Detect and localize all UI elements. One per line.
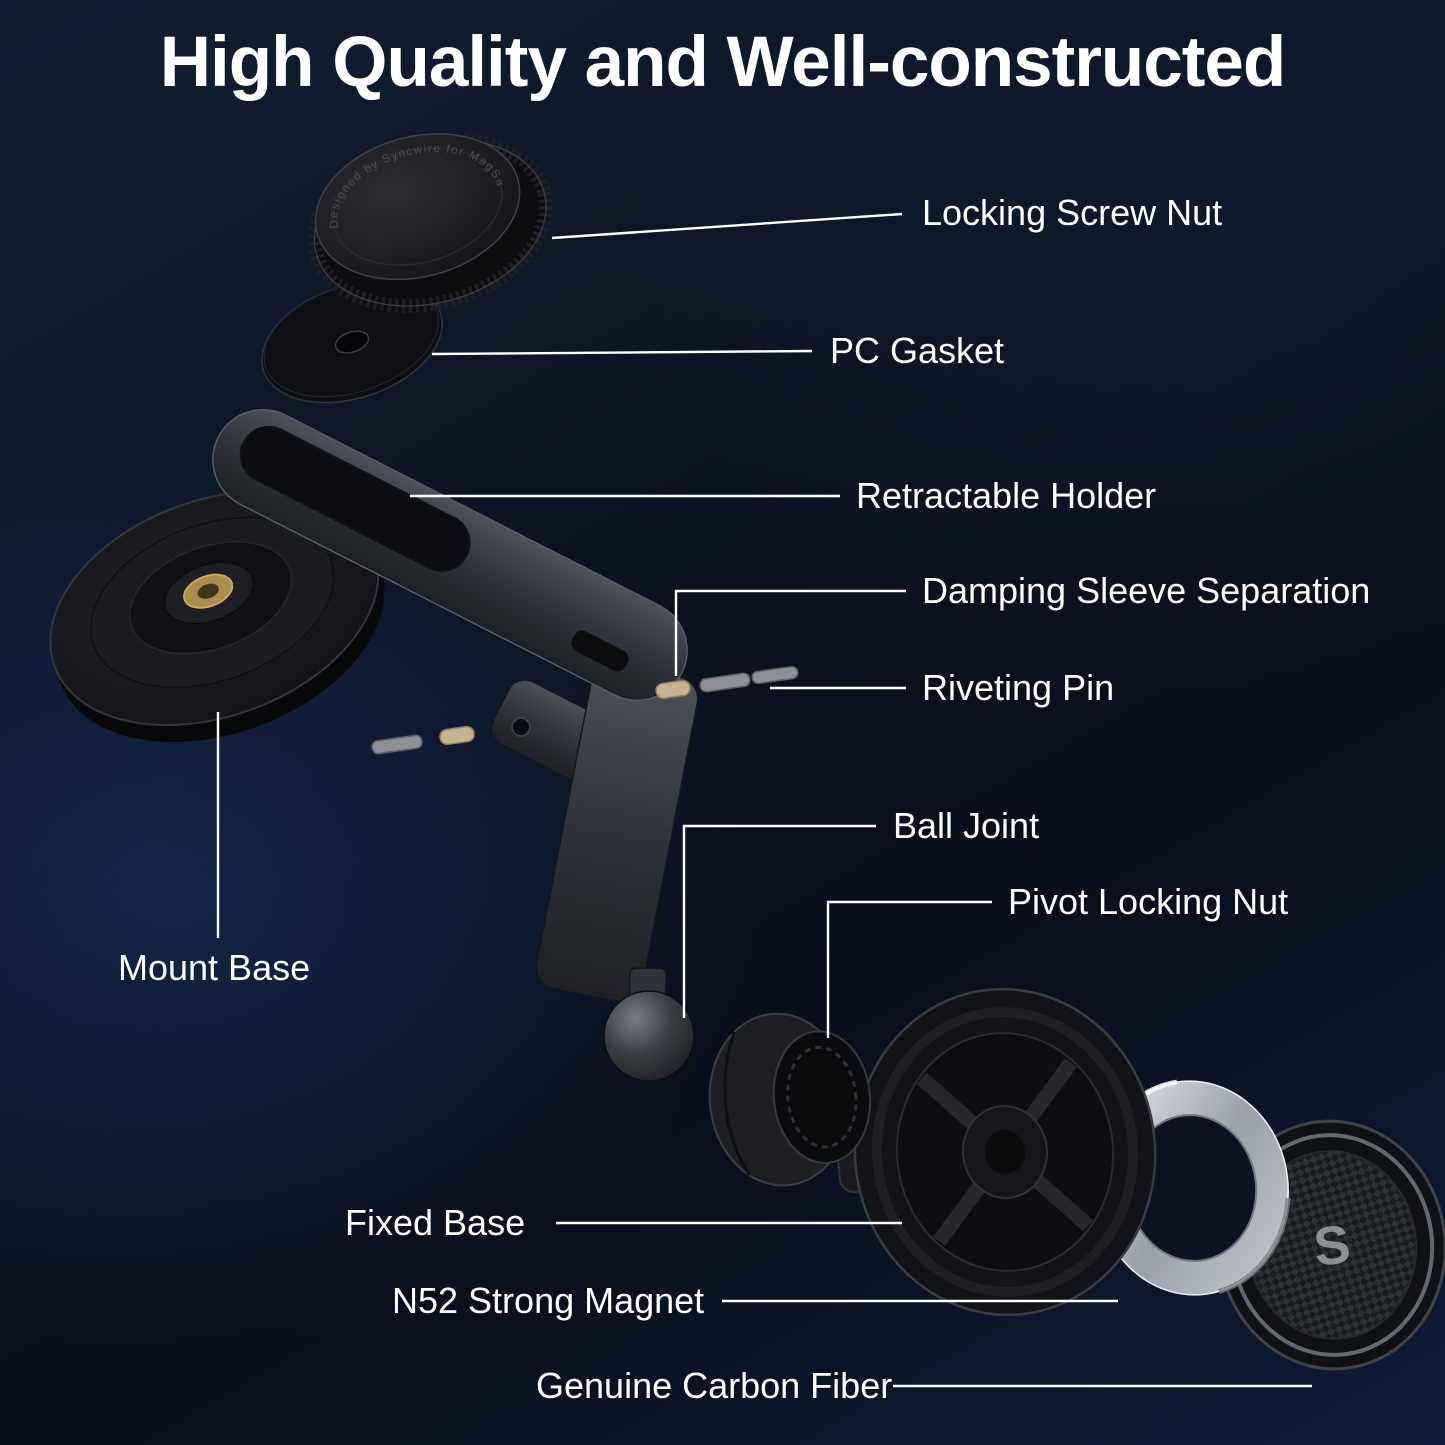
leader-pivot-locking-nut [826, 900, 992, 1038]
label-mount-base: Mount Base [118, 947, 311, 988]
leader-damping-sleeve [674, 589, 906, 676]
pivot-locking-nut [708, 1012, 872, 1187]
brand-logo: S [1311, 1214, 1354, 1278]
label-locking-screw-nut: Locking Screw Nut [922, 192, 1223, 233]
page-title: High Quality and Well-constructed [159, 23, 1286, 102]
riveting-pins [371, 665, 799, 755]
label-riveting-pin: Riveting Pin [922, 667, 1115, 708]
riveting-pin-right-2 [751, 665, 799, 685]
damping-sleeve-right [655, 679, 691, 700]
label-pivot-locking-nut: Pivot Locking Nut [1008, 881, 1289, 922]
holder-slot [239, 425, 471, 572]
label-carbon-fiber: Genuine Carbon Fiber [536, 1365, 893, 1406]
damping-sleeve-left [439, 725, 475, 746]
label-damping-sleeve: Damping Sleeve Separation [922, 570, 1371, 611]
label-pc-gasket: PC Gasket [830, 330, 1005, 371]
riveting-pin-right [699, 672, 751, 693]
leader-locking-screw-nut [551, 212, 903, 240]
mount-base [49, 490, 385, 742]
label-ball-joint: Ball Joint [893, 805, 1040, 846]
fixed-base [833, 987, 1157, 1317]
leader-pc-gasket [431, 349, 813, 356]
label-retractable-holder: Retractable Holder [856, 475, 1157, 516]
leader-ball-joint [682, 824, 876, 1018]
riveting-pin-left [371, 734, 423, 755]
ball-joint [603, 990, 695, 1082]
label-fixed-base: Fixed Base [345, 1202, 526, 1243]
leader-lines [216, 212, 1312, 1388]
label-n52-magnet: N52 Strong Magnet [392, 1280, 705, 1321]
